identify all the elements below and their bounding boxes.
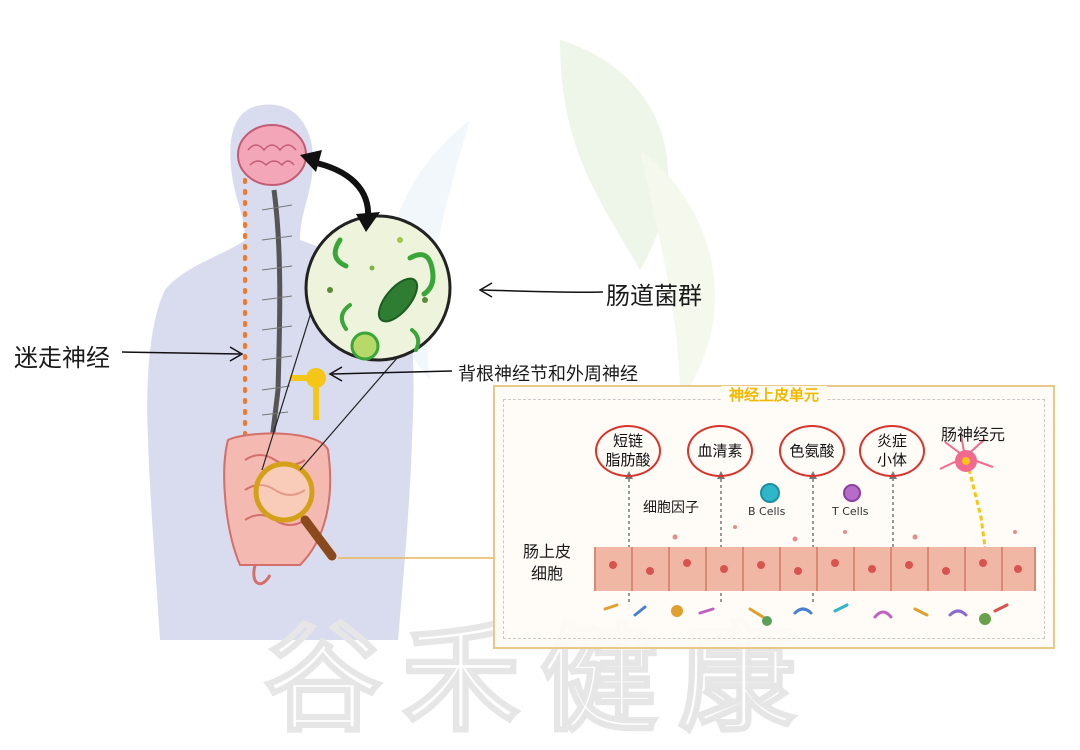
background-logo xyxy=(387,40,715,400)
microbiota-circle xyxy=(304,214,452,362)
epithelium-label: 肠上皮 细胞 xyxy=(523,542,572,583)
zoom-line xyxy=(261,289,319,471)
scfa-bubble: 短链脂肪酸 xyxy=(595,425,661,477)
panel-art xyxy=(594,434,1036,626)
spinal-cord xyxy=(269,189,283,441)
spinal-nerves xyxy=(261,204,293,416)
label-arrows xyxy=(121,282,604,382)
inflammasome-bubble: 炎症小体 xyxy=(859,425,925,477)
t-cells-label: T Cells xyxy=(832,505,869,518)
microbiota-label: 肠道菌群 xyxy=(606,282,702,310)
b-cell-icon xyxy=(760,483,780,503)
tryptophan-bubble: 色氨酸 xyxy=(779,425,845,477)
t-cell-icon xyxy=(843,484,861,502)
panel-title: 神经上皮单元 xyxy=(495,384,1053,405)
brain-icon xyxy=(237,124,307,186)
neuroepithelial-unit-panel: 神经上皮单元 xyxy=(493,385,1055,649)
serotonin-bubble: 血清素 xyxy=(687,425,753,477)
drg-label: 背根神经节和外周神经 xyxy=(458,364,638,385)
lumen-microbes xyxy=(603,603,1009,619)
cytokines-label: 细胞因子 xyxy=(643,500,699,516)
b-cells-label: B Cells xyxy=(748,505,786,518)
drg-icon xyxy=(290,368,326,420)
enteric-neuron-label: 肠神经元 xyxy=(941,425,1006,444)
vagus-nerve-label: 迷走神经 xyxy=(14,344,110,372)
magnifier-icon xyxy=(253,461,337,561)
gut-brain-arrow xyxy=(300,150,380,232)
epithelium-cells xyxy=(594,547,1036,591)
